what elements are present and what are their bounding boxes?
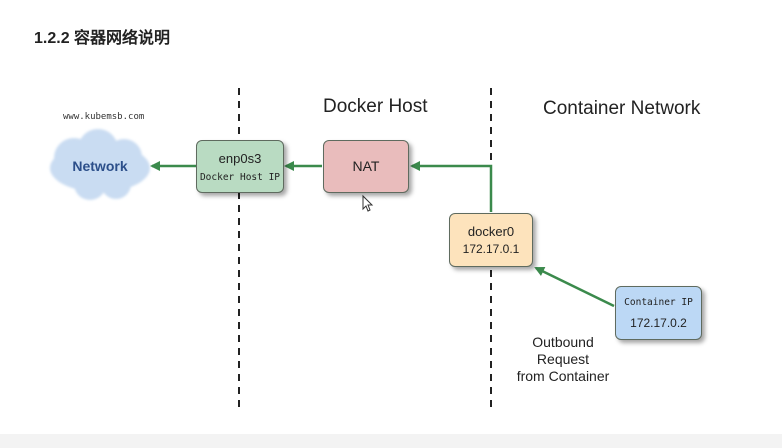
nat-label: NAT bbox=[352, 158, 380, 174]
enp0s3-interface-box: enp0s3 Docker Host IP bbox=[196, 140, 284, 193]
arrow-docker0-to-nat bbox=[410, 161, 493, 212]
docker0-bridge-box: docker0 172.17.0.1 bbox=[449, 213, 533, 267]
watermark-text: www.kubemsb.com bbox=[63, 112, 145, 122]
outbound-line-1: Outbound bbox=[532, 334, 594, 350]
container-box: Container IP 172.17.0.2 bbox=[615, 286, 702, 340]
docker-host-ip-label: Docker Host IP bbox=[199, 172, 281, 183]
container-ip-value: 172.17.0.2 bbox=[630, 316, 687, 330]
outbound-line-3: from Container bbox=[516, 368, 610, 384]
arrow-container-to-docker0 bbox=[534, 266, 615, 308]
docker-host-label: Docker Host bbox=[323, 96, 428, 117]
page-title: 1.2.2 容器网络说明 bbox=[34, 30, 171, 47]
nat-box: NAT bbox=[323, 140, 409, 193]
docker0-label: docker0 bbox=[467, 224, 515, 239]
cursor-icon bbox=[362, 194, 374, 212]
outbound-request-label: Outbound Request from Container bbox=[508, 334, 618, 385]
outbound-line-2: Request bbox=[536, 351, 590, 367]
docker0-ip-label: 172.17.0.1 bbox=[462, 242, 520, 256]
network-cloud-icon bbox=[50, 129, 150, 200]
network-cloud-label: Network bbox=[72, 158, 128, 174]
container-network-label: Container Network bbox=[543, 98, 701, 119]
bottom-strip bbox=[0, 434, 782, 448]
container-ip-caption: Container IP bbox=[624, 297, 693, 308]
enp0s3-label: enp0s3 bbox=[218, 151, 262, 166]
